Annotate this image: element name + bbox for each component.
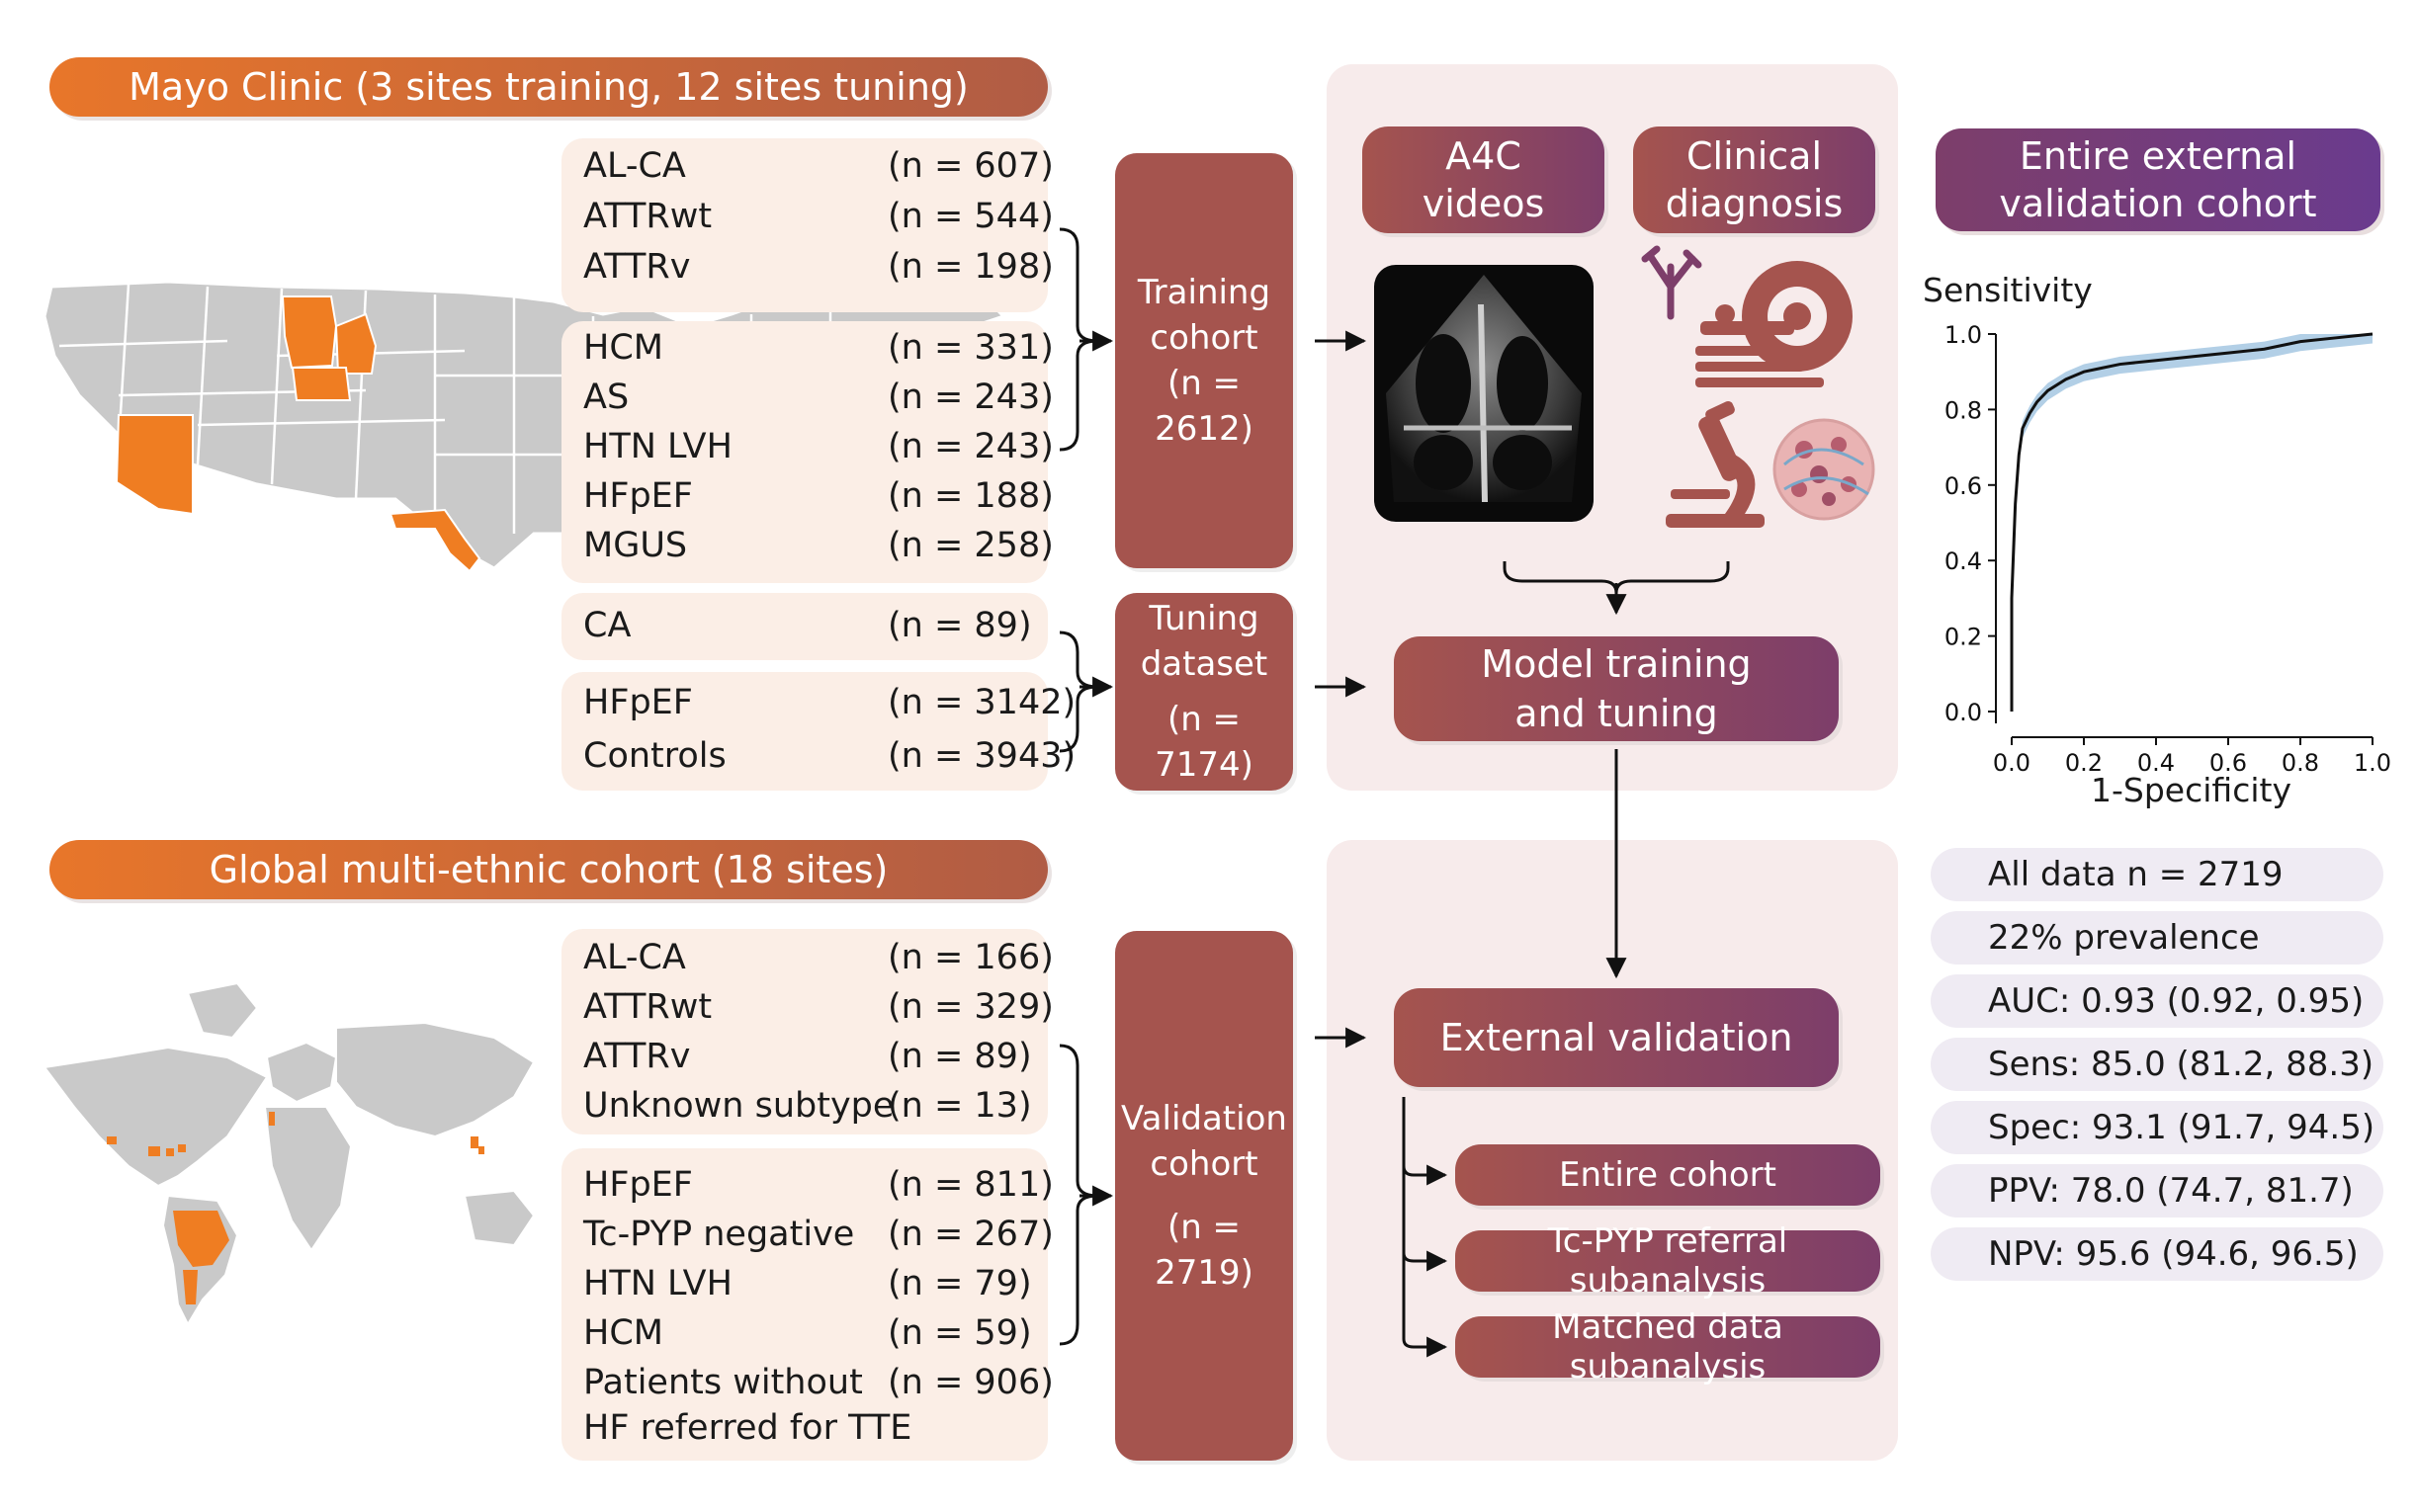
echo-ultrasound-icon xyxy=(1386,275,1582,503)
global-control-panel: HFpEF(n = 811) Tc-PYP negative(n = 267) … xyxy=(561,1148,1054,1461)
list-item: Unknown subtype(n = 13) xyxy=(583,1086,1032,1126)
list-item: HFpEF(n = 811) xyxy=(583,1165,1054,1205)
list-item: ATTRwt(n = 329) xyxy=(583,987,1054,1027)
list-item: ATTRv(n = 89) xyxy=(583,1037,1032,1076)
roc-curve xyxy=(2010,332,2374,712)
list-item: HCM(n = 59) xyxy=(583,1313,1032,1353)
stat-sensitivity: Sens: 85.0 (81.2, 88.3) xyxy=(1931,1038,2383,1091)
mayo-control-panel: HCM(n = 331) AS(n = 243) HTN LVH(n = 243… xyxy=(561,321,1054,583)
roc-confidence-band xyxy=(2012,334,2373,712)
list-item: HFpEF(n = 3142) xyxy=(583,683,1077,722)
y-tick-label: 0.8 xyxy=(1944,396,1982,424)
y-tick-label: 0.6 xyxy=(1944,472,1982,500)
roc-xlabel: 1-Specificity xyxy=(2091,771,2291,809)
list-item: Tc-PYP negative(n = 267) xyxy=(583,1215,1054,1254)
mayo-title: Mayo Clinic (3 sites training, 12 sites … xyxy=(129,65,969,109)
y-tick-label: 0.2 xyxy=(1944,624,1982,651)
external-validation-box: External validation xyxy=(1394,988,1839,1087)
stat-specificity: Spec: 93.1 (91.7, 94.5) xyxy=(1931,1101,2383,1154)
mayo-amyloid-panel: AL-CA(n = 607) ATTRwt(n = 544) ATTRv(n =… xyxy=(561,138,1054,312)
x-tick-label: 1.0 xyxy=(2354,749,2391,777)
y-tick-label: 0.4 xyxy=(1944,547,1982,575)
echo-image xyxy=(1374,265,1594,522)
list-item: HF referred for TTE xyxy=(583,1408,912,1448)
list-item: HTN LVH(n = 79) xyxy=(583,1264,1032,1303)
stat-auc: AUC: 0.93 (0.92, 0.95) xyxy=(1931,974,2383,1028)
us-highlight-states xyxy=(115,295,481,573)
list-item: AL-CA(n = 166) xyxy=(583,938,1054,977)
mayo-tuning-other-panel: HFpEF(n = 3142) Controls(n = 3943) xyxy=(561,672,1077,791)
sub-tc-pyp: Tc-PYP referral subanalysis xyxy=(1455,1221,1880,1301)
list-item: Patients without(n = 906) xyxy=(583,1363,1054,1402)
global-title: Global multi-ethnic cohort (18 sites) xyxy=(209,848,889,891)
sub-entire-cohort: Entire cohort xyxy=(1455,1144,1880,1206)
list-item: AL-CA(n = 607) xyxy=(583,146,1054,186)
global-banner: Global multi-ethnic cohort (18 sites) xyxy=(49,840,1048,899)
mayo-banner: Mayo Clinic (3 sites training, 12 sites … xyxy=(49,57,1048,117)
mayo-tuning-ca-panel: CA(n = 89) xyxy=(561,593,1048,660)
stat-npv: NPV: 95.6 (94.6, 96.5) xyxy=(1931,1227,2383,1281)
sub-matched-data: Matched data subanalysis xyxy=(1455,1307,1880,1386)
stat-prevalence: 22% prevalence xyxy=(1931,911,2383,965)
list-item: Controls(n = 3943) xyxy=(583,736,1077,776)
stat-ppv: PPV: 78.0 (74.7, 81.7) xyxy=(1931,1164,2383,1218)
list-item: ATTRwt(n = 544) xyxy=(583,197,1054,236)
world-map-shape xyxy=(43,981,536,1327)
list-item: CA(n = 89) xyxy=(583,606,1032,645)
list-item: MGUS(n = 258) xyxy=(583,526,1054,565)
list-item: HTN LVH(n = 243) xyxy=(583,427,1054,466)
roc-ylabel: Sensitivity xyxy=(1923,271,2093,309)
list-item: AS(n = 243) xyxy=(583,378,1054,417)
global-amyloid-panel: AL-CA(n = 166) ATTRwt(n = 329) ATTRv(n =… xyxy=(561,929,1054,1134)
list-item: ATTRv(n = 198) xyxy=(583,247,1054,287)
list-item: HCM(n = 331) xyxy=(583,328,1054,368)
y-tick-label: 0.0 xyxy=(1944,699,1982,726)
stat-all-data: All data n = 2719 xyxy=(1931,848,2383,901)
y-tick-label: 1.0 xyxy=(1944,321,1982,349)
x-tick-label: 0.0 xyxy=(1993,749,2030,777)
global-highlight-countries xyxy=(107,1112,484,1304)
list-item: HFpEF(n = 188) xyxy=(583,476,1054,516)
